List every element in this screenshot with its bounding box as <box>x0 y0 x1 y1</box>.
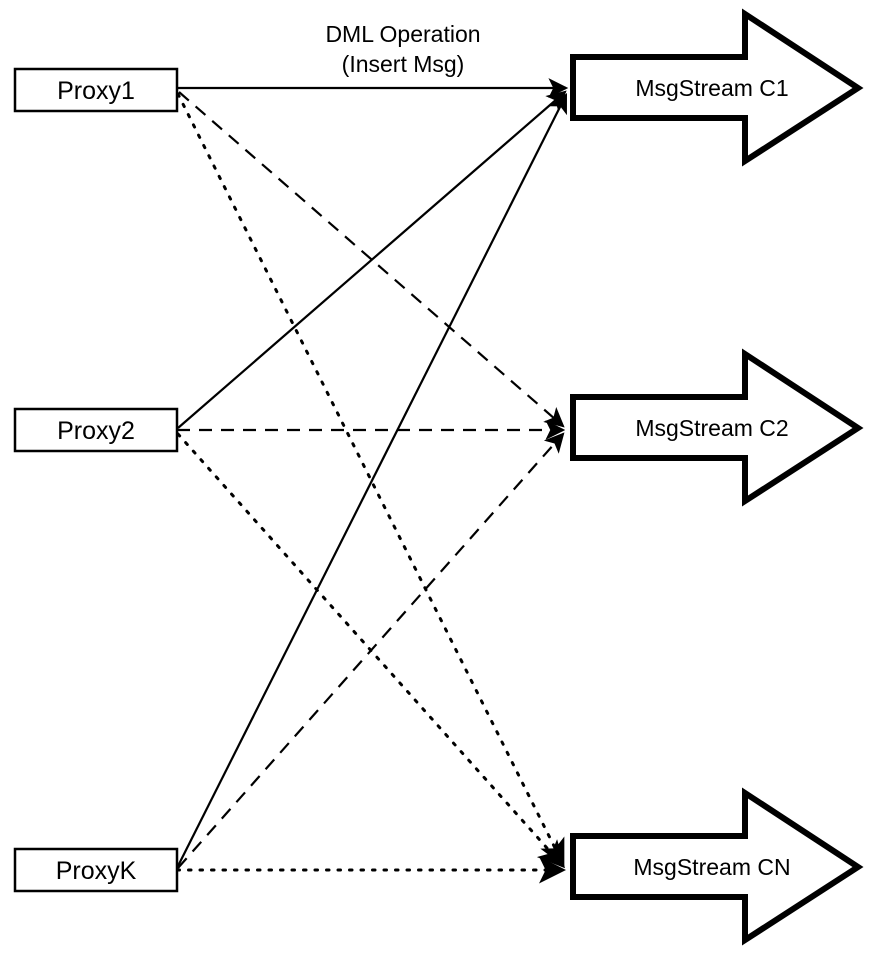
proxy-box-shape <box>13 407 179 453</box>
link-pk-c2 <box>177 432 565 869</box>
stream-arrow-shape <box>570 8 864 167</box>
stream-label: MsgStream C2 <box>635 415 788 441</box>
proxy-label: Proxy2 <box>57 417 135 445</box>
stream-arrow-shape <box>570 348 864 507</box>
proxy-node-proxyk[interactable]: ProxyK <box>13 847 179 893</box>
stream-label: MsgStream C1 <box>635 75 788 101</box>
proxy-box-shape <box>13 67 179 113</box>
proxy-node-proxy1[interactable]: Proxy1 <box>13 67 179 113</box>
streams-layer: MsgStream C1 MsgStream C2 MsgStream CN <box>570 8 864 946</box>
link-p2-c1 <box>177 90 567 429</box>
stream-node-stream_c1[interactable]: MsgStream C1 <box>570 8 864 167</box>
proxy-label: ProxyK <box>56 857 137 885</box>
stream-node-stream_cn[interactable]: MsgStream CN <box>570 787 864 946</box>
edge-caption-line2: (Insert Msg) <box>342 51 465 77</box>
edge-caption-line1: DML Operation <box>325 21 480 47</box>
proxy-node-proxy2[interactable]: Proxy2 <box>13 407 179 453</box>
link-p1-cn <box>176 92 565 867</box>
proxy-label: Proxy1 <box>57 77 135 105</box>
link-pk-c1 <box>177 93 567 867</box>
stream-node-stream_c2[interactable]: MsgStream C2 <box>570 348 864 507</box>
stream-arrow-shape <box>570 787 864 946</box>
links-layer <box>175 78 569 884</box>
stream-label: MsgStream CN <box>633 854 790 880</box>
proxy-box-shape <box>13 847 179 893</box>
